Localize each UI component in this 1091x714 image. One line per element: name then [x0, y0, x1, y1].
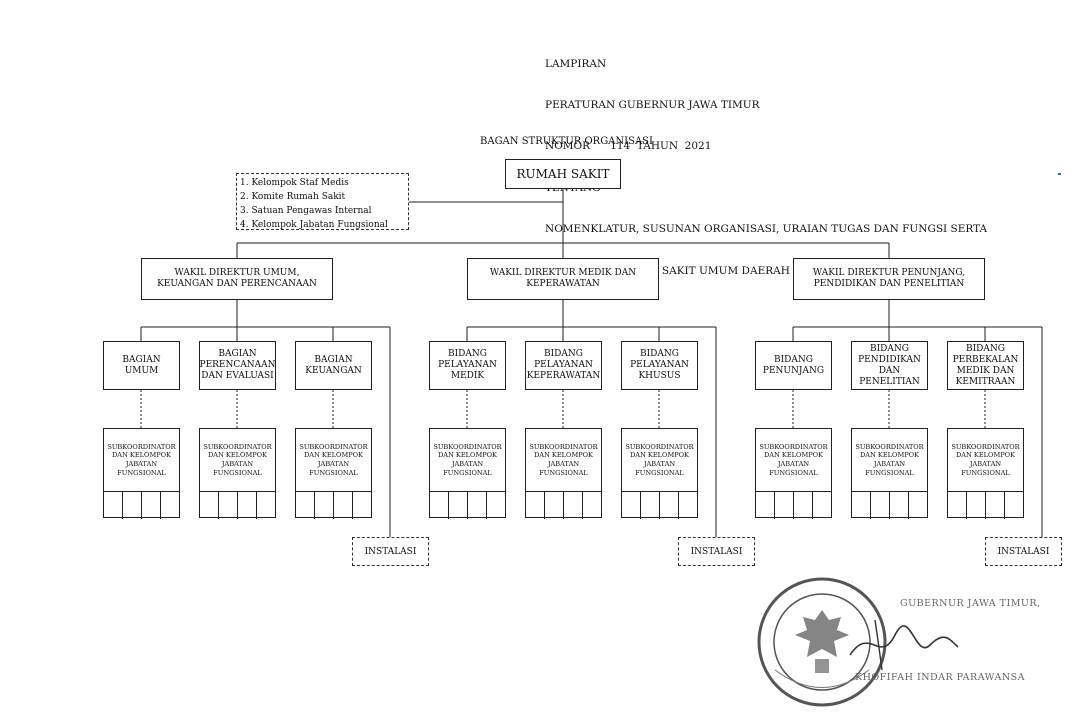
blue-mark — [1058, 173, 1061, 175]
signature-scribble — [849, 619, 959, 671]
subkoordinator-label: SUBKOORDINATOR DAN KELOMPOK JABATAN FUNG… — [433, 442, 502, 477]
subkoordinator-cells — [430, 491, 505, 519]
subkoordinator-label: SUBKOORDINATOR DAN KELOMPOK JABATAN FUNG… — [759, 442, 828, 477]
unit-box: BAGIAN KEUANGAN — [295, 341, 372, 390]
subkoordinator-label: SUBKOORDINATOR DAN KELOMPOK JABATAN FUNG… — [625, 442, 694, 477]
instalasi-box: INSTALASI — [678, 537, 755, 566]
notes-box: 1. Kelompok Staf Medis 2. Komite Rumah S… — [236, 173, 409, 230]
unit-box: BIDANG PELAYANAN MEDIK — [429, 341, 506, 390]
unit-box: BIDANG PELAYANAN KHUSUS — [621, 341, 698, 390]
subkoordinator-box: SUBKOORDINATOR DAN KELOMPOK JABATAN FUNG… — [199, 428, 276, 519]
note-item: 2. Komite Rumah Sakit — [240, 192, 346, 202]
director-box: WAKIL DIREKTUR MEDIK DAN KEPERAWATAN — [467, 258, 659, 300]
signature-name: KHOFIFAH INDAR PARAWANSA — [855, 672, 1026, 683]
subkoordinator-box: SUBKOORDINATOR DAN KELOMPOK JABATAN FUNG… — [947, 428, 1024, 519]
instalasi-box: INSTALASI — [352, 537, 429, 566]
subkoordinator-label: SUBKOORDINATOR DAN KELOMPOK JABATAN FUNG… — [855, 442, 924, 477]
unit-box: BIDANG PERBEKALAN MEDIK DAN KEMITRAAN — [947, 341, 1024, 390]
unit-box: BIDANG PENUNJANG — [755, 341, 832, 390]
header-line: NOMOR 114 TAHUN 2021 — [545, 140, 712, 153]
subkoordinator-box: SUBKOORDINATOR DAN KELOMPOK JABATAN FUNG… — [621, 428, 698, 519]
unit-box: BIDANG PELAYANAN KEPERAWATAN — [525, 341, 602, 390]
subkoordinator-label: SUBKOORDINATOR DAN KELOMPOK JABATAN FUNG… — [951, 442, 1020, 477]
note-item: 4. Kelompok Jabatan Fungsional — [240, 220, 388, 230]
header-line: LAMPIRAN — [545, 57, 607, 70]
subkoordinator-box: SUBKOORDINATOR DAN KELOMPOK JABATAN FUNG… — [755, 428, 832, 519]
subkoordinator-cells — [756, 491, 831, 519]
subkoordinator-cells — [296, 491, 371, 519]
header-line: NOMENKLATUR, SUSUNAN ORGANISASI, URAIAN … — [545, 223, 988, 236]
header-line: PERATURAN GUBERNUR JAWA TIMUR — [545, 98, 760, 111]
subkoordinator-cells — [948, 491, 1023, 519]
unit-box: BAGIAN PERENCANAAN DAN EVALUASI — [199, 341, 276, 390]
official-seal — [755, 575, 890, 714]
director-box: WAKIL DIREKTUR PENUNJANG, PENDIDIKAN DAN… — [793, 258, 985, 300]
subkoordinator-label: SUBKOORDINATOR DAN KELOMPOK JABATAN FUNG… — [299, 442, 368, 477]
note-item: 3. Satuan Pengawas Internal — [240, 206, 372, 216]
document-header: LAMPIRAN PERATURAN GUBERNUR JAWA TIMUR N… — [545, 30, 987, 292]
subkoordinator-box: SUBKOORDINATOR DAN KELOMPOK JABATAN FUNG… — [103, 428, 180, 519]
subkoordinator-box: SUBKOORDINATOR DAN KELOMPOK JABATAN FUNG… — [525, 428, 602, 519]
unit-box: BIDANG PENDIDIKAN DAN PENELITIAN — [851, 341, 928, 390]
instalasi-box: INSTALASI — [985, 537, 1062, 566]
subkoordinator-box: SUBKOORDINATOR DAN KELOMPOK JABATAN FUNG… — [851, 428, 928, 519]
subkoordinator-cells — [622, 491, 697, 519]
signature-title: GUBERNUR JAWA TIMUR, — [900, 598, 1041, 609]
note-item: 1. Kelompok Staf Medis — [240, 178, 349, 188]
unit-box: BAGIAN UMUM — [103, 341, 180, 390]
top-box: RUMAH SAKIT — [505, 159, 621, 189]
director-box: WAKIL DIREKTUR UMUM, KEUANGAN DAN PERENC… — [141, 258, 333, 300]
subkoordinator-label: SUBKOORDINATOR DAN KELOMPOK JABATAN FUNG… — [529, 442, 598, 477]
subkoordinator-box: SUBKOORDINATOR DAN KELOMPOK JABATAN FUNG… — [295, 428, 372, 519]
subkoordinator-cells — [526, 491, 601, 519]
subkoordinator-cells — [104, 491, 179, 519]
subkoordinator-label: SUBKOORDINATOR DAN KELOMPOK JABATAN FUNG… — [203, 442, 272, 477]
subkoordinator-cells — [852, 491, 927, 519]
subkoordinator-cells — [200, 491, 275, 519]
subkoordinator-label: SUBKOORDINATOR DAN KELOMPOK JABATAN FUNG… — [107, 442, 176, 477]
chart-title: BAGAN STRUKTUR ORGANISASI — [480, 136, 653, 147]
subkoordinator-box: SUBKOORDINATOR DAN KELOMPOK JABATAN FUNG… — [429, 428, 506, 519]
